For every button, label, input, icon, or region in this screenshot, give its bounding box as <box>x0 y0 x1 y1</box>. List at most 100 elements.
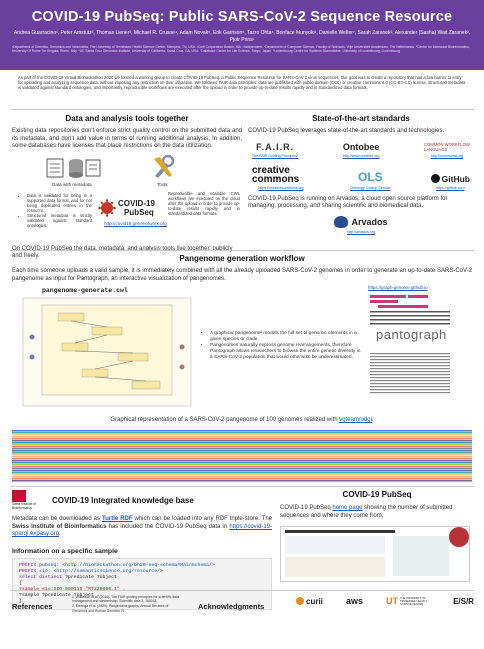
pangenome-path <box>12 434 472 436</box>
pangenome-path <box>12 462 472 464</box>
workflow-diagram <box>22 297 192 412</box>
arvados-logo: Arvados http://arvados.org <box>248 215 474 234</box>
pangenome-path <box>12 468 472 470</box>
pantograph-visual <box>368 293 452 408</box>
section-heading: Pangenome generation workflow <box>179 254 305 263</box>
pangenome-panel: pangenome-generate.cwl A graphical pange… <box>12 285 472 417</box>
brand-subtitle: PubSeq <box>124 207 154 217</box>
sib-logo: Swiss Institute of Bioinformatics <box>12 490 42 510</box>
ols-link[interactable]: Ontology Lookup Service <box>350 185 391 190</box>
list-item: A graphical pangenome² models the full s… <box>210 331 364 343</box>
list-item: Data is validated for being in a support… <box>27 193 92 213</box>
code-line: } <box>19 598 22 604</box>
ontobee-logo: Ontobee http://www.ontobee.org <box>342 141 380 158</box>
paragraph: Metadata can be downloaded as Turtle RDF… <box>12 516 272 538</box>
sparql-link[interactable]: https://covid-19-sparql.expasy.org <box>12 523 272 538</box>
pangenome-path <box>12 448 472 450</box>
ols-logo: OLS Ontology Lookup Service <box>350 169 391 190</box>
arvados-link[interactable]: http://arvados.org <box>347 229 375 234</box>
esr-logo: E/S/R <box>453 596 474 606</box>
poster-title: COVID-19 PubSeq: Public SARS-CoV-2 Seque… <box>31 9 453 25</box>
paragraph: Existing data repositories don't enforce… <box>12 128 242 150</box>
reference-item: 1. Wilkinson et al. (2016). The FAIR gui… <box>72 595 179 604</box>
odgi-link[interactable]: vgteam/odgi <box>339 417 372 424</box>
poster-header: COVID-19 PubSeq: Public SARS-CoV-2 Seque… <box>0 0 484 70</box>
cwl-link[interactable]: http://commonwl.org <box>430 153 464 158</box>
label-data: Data with metadata <box>52 181 92 187</box>
pangenome-path <box>12 440 472 442</box>
divider <box>10 486 474 487</box>
uthsc-logo: UT THE UNIVERSITY OF TENNESSEE HEALTH SC… <box>386 596 427 606</box>
curii-logo: curii <box>296 597 323 606</box>
covid19-virus-icon <box>98 199 116 222</box>
ontobee-link[interactable]: http://www.ontobee.org <box>342 153 380 158</box>
pubseq-homepage-screenshot <box>280 526 470 583</box>
pangenome-path <box>12 466 472 468</box>
affiliations: ¹Department of Genetics, Genomics and In… <box>12 45 470 53</box>
pangenome-path <box>12 432 472 434</box>
home-page-link[interactable]: home page <box>332 505 363 511</box>
pangenome-path <box>12 478 472 480</box>
section-heading: COVID-19 PubSeq <box>342 490 412 499</box>
data-icon <box>46 157 102 184</box>
pangenome-path <box>12 436 472 438</box>
pangenome-path <box>12 474 472 476</box>
creativecommons-link[interactable]: https://creativecommons.org <box>258 185 304 190</box>
divider <box>10 109 474 110</box>
pangenome-bullets: A graphical pangenome² models the full s… <box>204 331 364 361</box>
fair-link[interactable]: The FAIR Guiding Principles¹ <box>252 153 299 158</box>
pantograph-wordmark: pantograph <box>374 327 449 343</box>
paragraph: COVID-19 PubSeq is running on Arvados, a… <box>248 195 448 210</box>
pangenome-path <box>12 442 472 444</box>
code-line: select distinct ?predicate ?object <box>19 574 117 580</box>
section-standards: State-of-the-art standards COVID-19 PubS… <box>248 114 474 234</box>
graph-caption: Graphical representation of a SARS-CoV-2… <box>110 417 374 424</box>
code-line: { <box>19 580 22 586</box>
fair-logo: F.A.I.R. The FAIR Guiding Principles¹ <box>252 141 299 158</box>
pangenome-path <box>12 476 472 478</box>
section-heading: Data and analysis tools together <box>65 114 189 123</box>
sparql-code-block: PREFIX pubseq: <http://biohackathon.org/… <box>12 557 272 610</box>
pangenome-path <box>12 446 472 448</box>
tools-icon <box>152 154 175 184</box>
pangenome-path <box>12 470 472 472</box>
pangenome-path <box>12 450 472 452</box>
references-label: References <box>12 602 53 611</box>
section-knowledge-base: Swiss Institute of Bioinformatics COVID-… <box>12 490 272 610</box>
brand-link[interactable]: http://covid19.genenetwork.org <box>104 220 167 226</box>
workflow-note: Reproducible and scalable CWL workflows … <box>168 190 240 216</box>
curii-icon <box>296 597 304 605</box>
paragraph: On COVID-19 PubSeq the data, metadata, a… <box>12 245 233 260</box>
workflow-filename: pangenome-generate.cwl <box>42 287 128 295</box>
label-tools: Tools <box>157 181 168 187</box>
arvados-icon <box>334 215 349 228</box>
code-line: ?sample ?predicate ?object . <box>19 592 100 598</box>
pangenome-path <box>12 430 472 432</box>
sponsor-logos: curii aws UT THE UNIVERSITY OF TENNESSEE… <box>296 596 474 606</box>
creativecommons-logo: creative commons https://creativecommons… <box>252 164 304 190</box>
github-link[interactable]: https://github.com <box>436 185 465 190</box>
pangenome-path <box>12 444 472 446</box>
cwl-logo: COMMON WORKFLOW LANGUAGE http://commonwl… <box>423 141 470 158</box>
aws-logo: aws <box>345 596 363 606</box>
code-line: ?sample sio:SIO_000115 "MT326090.1" . <box>19 586 126 592</box>
paragraph: Each time someone uploads a valid sample… <box>12 268 472 282</box>
pangenome-path <box>12 452 472 454</box>
pangenome-path <box>12 472 472 474</box>
abstract: As part of the COVID-19 Virtual Biohacka… <box>18 75 466 91</box>
github-icon <box>430 174 440 184</box>
authors: Andrea Guarracino¹, Peter Amstutz², Thom… <box>13 30 471 43</box>
section-heading: State-of-the-art standards <box>312 114 410 123</box>
github-logo: GitHub https://github.com <box>430 174 470 190</box>
turtle-rdf-link[interactable]: Turtle RDF <box>101 516 133 523</box>
footer: References 1. Wilkinson et al. (2016). T… <box>12 592 474 642</box>
section-pubseq: COVID-19 PubSeq COVID-19 PubSeq home pag… <box>280 490 474 583</box>
virus-icon <box>449 527 469 548</box>
paragraph: COVID-19 PubSeq leverages state-of-the-a… <box>248 128 445 134</box>
code-line: PREFIX sio: <http://semanticscience.org/… <box>19 568 163 574</box>
pangenome-path <box>12 454 472 456</box>
reference-item: 2. Eizenga et al. (2020). Pangenome grap… <box>72 604 169 613</box>
list-item: Structured metadata is strictly validate… <box>27 213 92 228</box>
logos-row: F.A.I.R. The FAIR Guiding Principles¹ On… <box>248 142 474 158</box>
pantograph-link[interactable]: https://graph-genome.github.io <box>368 285 428 291</box>
